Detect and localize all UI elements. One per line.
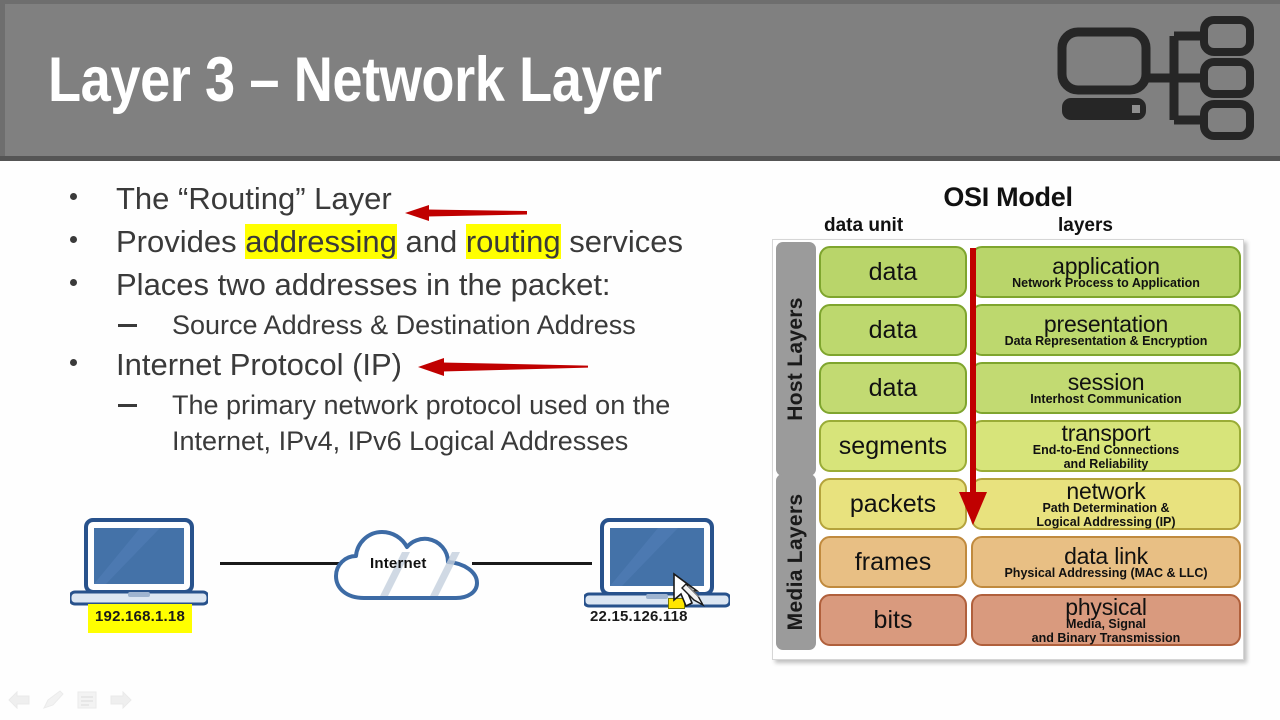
osi-data-unit-cell: bits — [819, 594, 967, 646]
plain-text: Provides — [116, 224, 246, 259]
plain-text: Source Address & Destination Address — [172, 310, 636, 340]
bullet-text: Places two addresses in the packet: — [116, 267, 611, 302]
plain-text: and — [396, 224, 466, 259]
sub-bullet-item: Source Address & Destination Address — [60, 307, 760, 343]
presentation-toolbar — [0, 678, 1280, 720]
bullet-text: Internet Protocol (IP) — [116, 347, 402, 382]
osi-layer-description: Network Process to Application — [1012, 275, 1200, 290]
pen-cursor-icon — [673, 572, 705, 608]
red-arrow-internet-protocol — [418, 356, 588, 378]
red-down-arrow-to-network-layer — [959, 248, 987, 525]
laptop-left — [70, 518, 208, 606]
osi-data-unit-cell: data — [819, 304, 967, 356]
osi-layer-name: transport — [1061, 420, 1151, 446]
osi-layer-name: application — [1052, 252, 1160, 279]
osi-header-data-unit: data unit — [824, 215, 904, 236]
plain-text: Places two addresses in the packet: — [116, 267, 611, 302]
bullet-marker-icon — [70, 193, 77, 200]
red-arrow-routing-layer — [405, 203, 527, 223]
osi-data-unit-cell: data — [819, 362, 967, 414]
bullet-marker-icon — [70, 279, 77, 286]
internet-cloud-icon — [334, 530, 479, 600]
network-diagram: 192.168.1.18 Internet 22.15.126.118 — [60, 500, 760, 650]
bullet-text: Source Address & Destination Address — [172, 310, 636, 340]
osi-data-unit-cell: segments — [819, 420, 967, 472]
dash-marker-icon — [118, 324, 137, 327]
page-title: Layer 3 – Network Layer — [48, 45, 662, 115]
cloud-label: Internet — [370, 555, 427, 572]
bullet-text: The primary network protocol used on the… — [172, 390, 670, 456]
ip-label-right: 22.15.126.118 — [590, 608, 688, 625]
laptop-right — [584, 518, 730, 608]
osi-layer-description: Data Representation & Encryption — [1004, 333, 1208, 348]
bullet-text: The “Routing” Layer — [116, 181, 392, 216]
osi-layer-name: physical — [1065, 594, 1147, 620]
plain-text: The primary network protocol used on the… — [172, 390, 671, 456]
osi-layer-description: Physical Addressing (MAC & LLC) — [1004, 565, 1208, 580]
computer-network-icon — [1057, 16, 1254, 140]
ip-label-left: 192.168.1.18 — [88, 604, 192, 633]
osi-layer-description: Path Determination &Logical Addressing (… — [1036, 501, 1176, 529]
osi-layer-name: data link — [1064, 542, 1148, 569]
sub-bullet-item: The primary network protocol used on the… — [60, 387, 760, 459]
highlighted-term: routing — [465, 224, 561, 259]
osi-title: OSI Model — [943, 182, 1073, 212]
osi-data-unit-cell: packets — [819, 478, 967, 530]
osi-data-unit-cell: frames — [819, 536, 967, 588]
bullet-marker-icon — [70, 236, 77, 243]
osi-layer-description: Interhost Communication — [1030, 391, 1182, 406]
osi-column-headers: data unit layers — [772, 215, 1244, 237]
highlighted-term: addressing — [245, 224, 397, 259]
osi-group-band: Host Layers — [776, 242, 816, 476]
bullet-item: Places two addresses in the packet: — [60, 264, 760, 305]
link-right — [472, 562, 592, 565]
bullet-item: Provides addressing and routing services — [60, 221, 760, 262]
bullet-marker-icon — [70, 359, 77, 366]
osi-header-layers: layers — [1058, 215, 1113, 236]
previous-slide-icon[interactable] — [8, 690, 30, 710]
next-slide-icon[interactable] — [110, 690, 132, 710]
slide-header: Layer 3 – Network Layer — [0, 0, 1280, 161]
bullet-item: Internet Protocol (IP) — [60, 344, 760, 385]
bullet-item: The “Routing” Layer — [60, 178, 760, 219]
osi-layer-name: session — [1067, 368, 1145, 395]
osi-layer-name: network — [1066, 478, 1146, 504]
osi-data-unit-cell: data — [819, 246, 967, 298]
plain-text: Internet Protocol (IP) — [116, 347, 403, 382]
osi-group-band: Media Layers — [776, 474, 816, 650]
slide-menu-icon[interactable] — [76, 690, 98, 710]
link-left — [220, 562, 340, 565]
osi-layer-name: presentation — [1043, 310, 1169, 337]
bullet-text: Provides addressing and routing services — [116, 224, 683, 259]
pen-tool-icon[interactable] — [42, 690, 64, 710]
plain-text: services — [560, 224, 683, 259]
dash-marker-icon — [118, 404, 137, 407]
plain-text: The “Routing” Layer — [116, 181, 392, 216]
